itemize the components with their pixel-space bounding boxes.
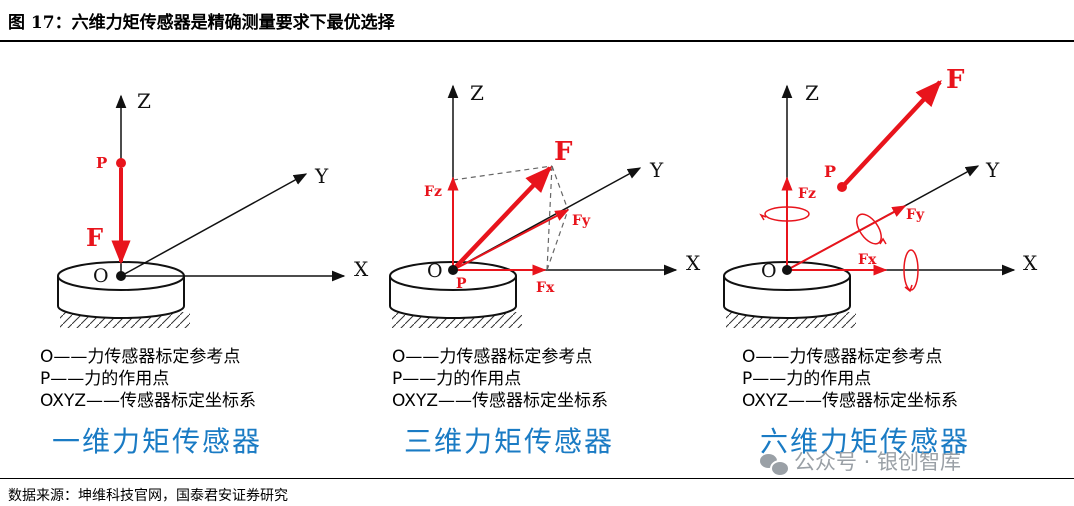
p-label: P: [96, 154, 107, 172]
fx-label: Fx: [858, 252, 877, 268]
origin-label: O: [93, 265, 109, 287]
force-arrow: [451, 166, 552, 272]
force-arrow: [843, 80, 942, 186]
fy-arrow: [786, 205, 907, 271]
y-label: Y: [314, 164, 329, 188]
p-label: P: [456, 276, 467, 292]
wechat-icon: [760, 452, 790, 477]
f-label: F: [946, 65, 965, 95]
panel-1-legend: O——力传感器标定参考点 P——力的作用点 OXYZ——传感器标定坐标系: [40, 346, 256, 412]
figure-title: 图 17：六维力矩传感器是精确测量要求下最优选择: [8, 13, 395, 33]
legend-line: O——力传感器标定参考点: [742, 347, 943, 367]
x-label: X: [354, 257, 369, 281]
panel-3-title: 六维力矩传感器: [760, 425, 971, 458]
panel-2-title: 三维力矩传感器: [404, 425, 615, 458]
legend-line: O——力传感器标定参考点: [392, 347, 593, 367]
y-label: Y: [985, 158, 1000, 182]
origin-dot: [448, 265, 458, 275]
f-label: F: [554, 137, 573, 167]
origin-dot: [116, 271, 126, 281]
moment-z-ring: [759, 206, 810, 222]
moment-x-ring: [903, 249, 919, 293]
point-p: [116, 158, 126, 168]
legend-line: OXYZ——传感器标定坐标系: [40, 391, 256, 411]
legend-line: OXYZ——传感器标定坐标系: [742, 391, 958, 411]
panel-3-diagram: Z Y X O P F Fz Fy Fx: [723, 65, 1038, 328]
y-label: Y: [649, 158, 664, 182]
fz-label: Fz: [424, 184, 442, 200]
panel-2-legend: O——力传感器标定参考点 P——力的作用点 OXYZ——传感器标定坐标系: [392, 346, 608, 412]
fy-label: Fy: [906, 207, 925, 223]
x-label: X: [686, 251, 701, 275]
point-p: [837, 182, 847, 192]
watermark-text: 公众号 · 银创智库: [794, 450, 962, 474]
watermark: 公众号 · 银创智库: [760, 446, 962, 477]
origin-dot: [782, 265, 792, 275]
origin-label: O: [761, 260, 777, 282]
panel-3-legend: O——力传感器标定参考点 P——力的作用点 OXYZ——传感器标定坐标系: [742, 346, 958, 412]
x-label: X: [1023, 251, 1038, 275]
f-label: F: [86, 223, 103, 252]
fy-arrow: [452, 209, 570, 271]
legend-line: O——力传感器标定参考点: [40, 347, 241, 367]
moment-y-ring: [856, 213, 887, 245]
legend-line: P——力的作用点: [392, 369, 522, 389]
origin-label: O: [427, 260, 443, 282]
fy-label: Fy: [572, 213, 591, 229]
y-axis: [120, 173, 308, 277]
bottom-rule: [0, 478, 1074, 479]
z-label: Z: [137, 89, 151, 113]
z-label: Z: [470, 81, 484, 105]
legend-line: P——力的作用点: [742, 369, 872, 389]
fx-label: Fx: [536, 280, 555, 296]
source-note: 数据来源：坤维科技官网，国泰君安证券研究: [8, 488, 288, 504]
p-label: P: [824, 162, 836, 181]
legend-line: P——力的作用点: [40, 369, 170, 389]
panel-1-diagram: Z Y X O P F: [57, 89, 369, 328]
fz-label: Fz: [798, 186, 816, 202]
panel-1-title: 一维力矩传感器: [52, 425, 263, 458]
legend-line: OXYZ——传感器标定坐标系: [392, 391, 608, 411]
top-rule: [0, 40, 1074, 42]
z-label: Z: [805, 81, 819, 105]
panel-2-diagram: Z Y X O P F Fz Fy Fx: [389, 81, 701, 328]
